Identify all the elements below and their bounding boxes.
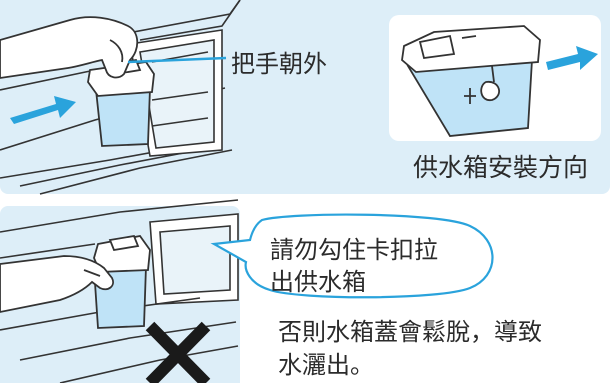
top-hand-drawing xyxy=(0,16,139,79)
insert-arrow xyxy=(10,96,76,124)
handle-label: 把手朝外 xyxy=(231,50,327,78)
warning-line-1: 否則水箱蓋會鬆脫，導致 xyxy=(278,318,542,346)
bottom-hand-drawing xyxy=(0,255,114,313)
direction-label: 供水箱安裝方向 xyxy=(413,153,589,182)
direction-arrow xyxy=(546,46,598,70)
bottom-fridge-drawing xyxy=(0,199,239,383)
speech-bubble xyxy=(210,213,494,299)
bubble-line-2: 出供水箱 xyxy=(270,268,366,296)
bubble-line-1: 請勿勾住卡扣拉 xyxy=(270,236,438,264)
inset-water-tank xyxy=(401,25,541,137)
warning-line-2: 水灑出。 xyxy=(278,351,374,379)
handle-pointer-line xyxy=(127,56,227,64)
prohibited-cross-icon xyxy=(145,321,211,383)
